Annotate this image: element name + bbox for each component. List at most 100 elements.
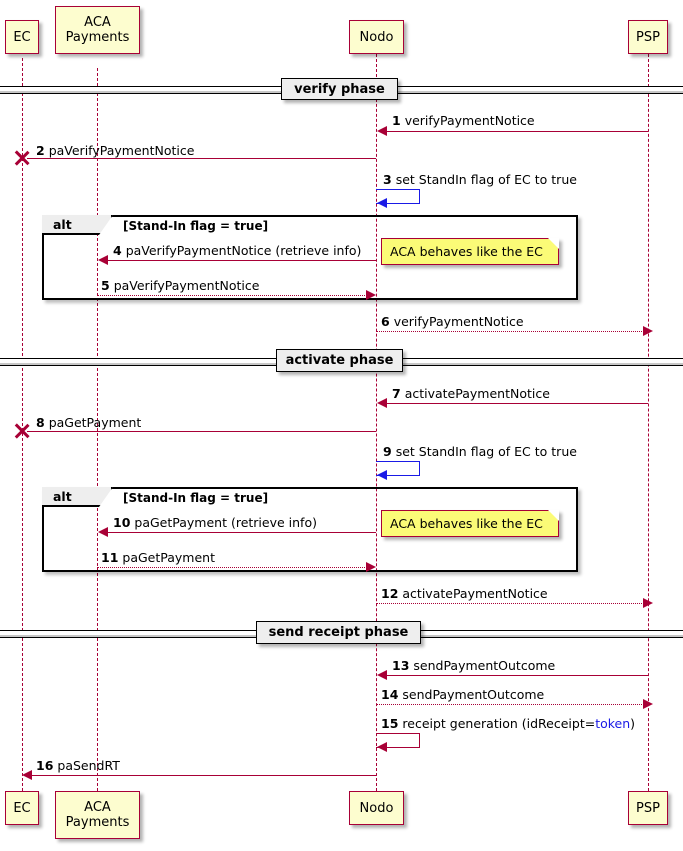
- message-15-text-pre: receipt generation (idReceipt=: [402, 716, 596, 731]
- message-3-number: 3: [383, 172, 392, 187]
- participant-ec-bottom[interactable]: EC: [5, 791, 39, 825]
- participant-nodo-top[interactable]: Nodo: [349, 20, 404, 54]
- message-6-number: 6: [381, 314, 390, 329]
- lifeline-nodo: [376, 54, 377, 791]
- message-2-label: 2 paVerifyPaymentNotice: [36, 143, 194, 158]
- message-4-text: paVerifyPaymentNotice (retrieve info): [125, 243, 362, 258]
- divider-verify-phase-label: verify phase: [294, 81, 385, 97]
- message-15-text-post: ): [630, 716, 636, 731]
- participant-aca-top-label-line1: ACA: [84, 15, 111, 30]
- message-1-text: verifyPaymentNotice: [404, 113, 535, 128]
- message-5-text: paVerifyPaymentNotice: [113, 278, 260, 293]
- note-aca-behaves-1-text: ACA behaves like the EC: [390, 244, 543, 259]
- message-15-token: token: [595, 716, 631, 731]
- participant-aca-bottom[interactable]: ACA Payments: [55, 791, 140, 839]
- message-1-line: [382, 131, 648, 132]
- message-5-label: 5 paVerifyPaymentNotice: [101, 278, 259, 293]
- alt-fragment-2-condition-label: [Stand-In flag = true]: [123, 491, 269, 505]
- message-6-text: verifyPaymentNotice: [393, 314, 524, 329]
- message-3-label: 3 set StandIn flag of EC to true: [383, 172, 577, 187]
- message-8-line: [27, 431, 376, 432]
- note-aca-behaves-2-text: ACA behaves like the EC: [390, 516, 543, 531]
- message-1-label: 1 verifyPaymentNotice: [392, 113, 535, 128]
- participant-nodo-bottom[interactable]: Nodo: [349, 791, 404, 825]
- message-10-text: paGetPayment (retrieve info): [134, 515, 317, 530]
- message-7-text: activatePaymentNotice: [404, 386, 550, 401]
- message-9-self-box: [376, 461, 420, 476]
- message-11-text: paGetPayment: [122, 550, 215, 565]
- message-16-label: 16 paSendRT: [36, 758, 120, 773]
- message-15-self-box: [376, 733, 420, 748]
- alt-fragment-2-operator: alt: [42, 487, 113, 507]
- message-13-number: 13: [392, 658, 410, 673]
- message-16-number: 16: [36, 758, 54, 773]
- message-16-text: paSendRT: [57, 758, 120, 773]
- message-6-label: 6 verifyPaymentNotice: [381, 314, 524, 329]
- message-15-label: 15 receipt generation (idReceipt=token): [381, 716, 635, 731]
- message-14-number: 14: [381, 687, 399, 702]
- divider-activate-phase-label: activate phase: [285, 353, 394, 368]
- message-10-label: 10 paGetPayment (retrieve info): [113, 515, 317, 530]
- message-5-number: 5: [101, 278, 110, 293]
- message-15-number: 15: [381, 716, 399, 731]
- message-8-label: 8 paGetPayment: [36, 415, 141, 430]
- message-4-arrowhead: [98, 255, 108, 265]
- participant-aca-top[interactable]: ACA Payments: [55, 6, 140, 54]
- message-9-number: 9: [383, 444, 392, 459]
- participant-psp-bottom[interactable]: PSP: [628, 791, 668, 825]
- message-11-label: 11 paGetPayment: [101, 550, 215, 565]
- alt-fragment-1-operator-label: alt: [53, 216, 72, 232]
- message-3-self-box: [376, 189, 420, 204]
- message-11-line: [97, 567, 371, 568]
- message-8-destroy-x-icon: [13, 422, 31, 440]
- alt-fragment-1-condition-label: [Stand-In flag = true]: [123, 219, 269, 233]
- message-14-text: sendPaymentOutcome: [402, 687, 545, 702]
- message-8-number: 8: [36, 415, 45, 430]
- note-aca-behaves-1: ACA behaves like the EC: [381, 238, 559, 265]
- message-2-number: 2: [36, 143, 45, 158]
- message-6-line: [376, 331, 648, 332]
- participant-psp-top[interactable]: PSP: [628, 20, 668, 54]
- message-13-label: 13 sendPaymentOutcome: [392, 658, 555, 673]
- divider-send-receipt-phase-label: send receipt phase: [268, 625, 409, 640]
- participant-ec-bottom-label: EC: [13, 800, 31, 816]
- message-4-label: 4 paVerifyPaymentNotice (retrieve info): [113, 243, 361, 258]
- message-12-label: 12 activatePaymentNotice: [381, 586, 548, 601]
- message-11-arrowhead: [366, 562, 376, 572]
- alt-fragment-1-condition: [Stand-In flag = true]: [123, 219, 268, 233]
- message-1-arrowhead: [377, 126, 387, 136]
- alt-fragment-2: [42, 487, 578, 572]
- divider-send-receipt-phase: send receipt phase: [256, 621, 421, 644]
- message-12-number: 12: [381, 586, 399, 601]
- message-6-arrowhead: [643, 326, 653, 336]
- message-14-arrowhead: [643, 699, 653, 709]
- participant-aca-bottom-label-line2: Payments: [65, 815, 130, 830]
- participant-aca-bottom-label-line1: ACA: [84, 800, 111, 815]
- message-7-line: [382, 403, 648, 404]
- participant-psp-top-label: PSP: [636, 29, 660, 45]
- lifeline-aca: [97, 68, 98, 791]
- divider-verify-phase: verify phase: [281, 78, 398, 100]
- participant-ec-top[interactable]: EC: [5, 20, 39, 54]
- message-9-label: 9 set StandIn flag of EC to true: [383, 444, 577, 459]
- message-5-arrowhead: [366, 290, 376, 300]
- message-2-text: paVerifyPaymentNotice: [48, 143, 195, 158]
- alt-fragment-1: [42, 215, 578, 300]
- message-12-line: [376, 603, 648, 604]
- message-2-destroy-x-icon: [13, 149, 31, 167]
- participant-nodo-top-label: Nodo: [359, 29, 394, 45]
- participant-nodo-bottom-label: Nodo: [359, 800, 394, 816]
- message-8-text: paGetPayment: [48, 415, 142, 430]
- alt-fragment-2-condition: [Stand-In flag = true]: [123, 491, 268, 505]
- message-10-line: [102, 532, 376, 533]
- message-5-line: [97, 295, 371, 296]
- note-fold-icon-2: [548, 510, 559, 521]
- message-7-label: 7 activatePaymentNotice: [392, 386, 550, 401]
- message-3-text: set StandIn flag of EC to true: [395, 172, 577, 187]
- message-7-number: 7: [392, 386, 401, 401]
- message-14-line: [376, 704, 648, 705]
- message-13-text: sendPaymentOutcome: [413, 658, 556, 673]
- message-9-text: set StandIn flag of EC to true: [395, 444, 577, 459]
- participant-ec-top-label: EC: [13, 29, 31, 45]
